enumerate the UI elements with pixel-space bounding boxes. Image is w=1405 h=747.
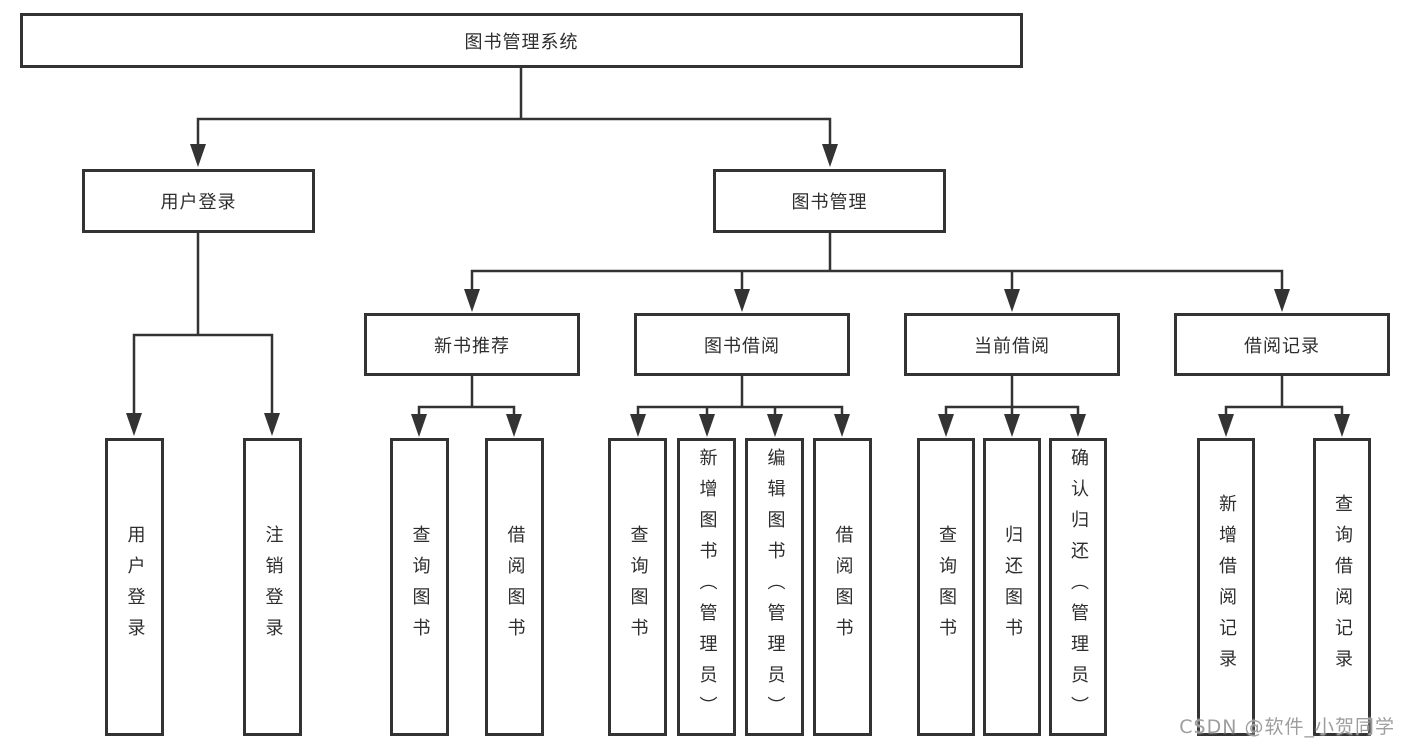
- node-borrowing-records-label: 借阅记录: [1244, 335, 1320, 357]
- leaf-bb-borrow-books: 借阅图书: [813, 438, 872, 736]
- node-book-management-label: 图书管理: [791, 192, 868, 213]
- node-user-login-label: 用户登录: [160, 192, 237, 213]
- leaf-user-login-label: 用户登录: [124, 525, 146, 649]
- node-borrowing-records: 借阅记录: [1174, 313, 1390, 376]
- connector-current-borrowing: [944, 376, 1080, 414]
- leaf-cb-query-books: 查询图书: [917, 438, 975, 736]
- leaf-cb-confirm-return: 确认归还（管理员）: [1049, 438, 1107, 736]
- node-book-management: 图书管理: [713, 169, 946, 233]
- leaf-br-add-record: 新增借阅记录: [1197, 438, 1255, 736]
- leaf-logout-label: 注销登录: [262, 525, 284, 649]
- connector-root: [196, 68, 832, 146]
- leaf-br-add-record-label: 新增借阅记录: [1216, 494, 1237, 680]
- node-book-borrowing: 图书借阅: [634, 313, 850, 376]
- leaf-nbr-query-books-label: 查询图书: [409, 525, 431, 649]
- leaf-bb-borrow-books-label: 借阅图书: [832, 525, 854, 649]
- connector-new-book-recommend: [417, 376, 516, 414]
- leaf-br-query-record: 查询借阅记录: [1313, 438, 1371, 736]
- leaf-bb-edit-books-label: 编辑图书（管理员）: [764, 447, 786, 727]
- connector-book-management: [470, 233, 1284, 290]
- leaf-nbr-query-books: 查询图书: [390, 438, 449, 736]
- leaf-cb-confirm-return-label: 确认归还（管理员）: [1068, 447, 1089, 727]
- node-current-borrowing: 当前借阅: [904, 313, 1120, 376]
- leaf-bb-add-books-label: 新增图书（管理员）: [696, 447, 718, 727]
- leaf-cb-return-books-label: 归还图书: [1002, 525, 1023, 649]
- node-new-book-recommend-label: 新书推荐: [434, 335, 510, 357]
- leaf-cb-return-books: 归还图书: [983, 438, 1041, 736]
- connector-user-login: [132, 233, 274, 413]
- leaf-br-query-record-label: 查询借阅记录: [1332, 494, 1353, 680]
- node-current-borrowing-label: 当前借阅: [974, 335, 1050, 357]
- leaf-logout: 注销登录: [243, 438, 302, 736]
- leaf-bb-query-books: 查询图书: [608, 438, 667, 736]
- leaf-bb-query-books-label: 查询图书: [627, 525, 649, 649]
- connector-book-borrowing: [636, 376, 844, 414]
- connector-borrowing-records: [1224, 376, 1344, 414]
- node-user-login: 用户登录: [82, 169, 315, 233]
- leaf-user-login: 用户登录: [105, 438, 164, 736]
- leaf-nbr-borrow-books-label: 借阅图书: [504, 525, 526, 649]
- node-new-book-recommend: 新书推荐: [364, 313, 580, 376]
- leaf-cb-query-books-label: 查询图书: [936, 525, 957, 649]
- node-book-borrowing-label: 图书借阅: [704, 335, 780, 357]
- node-root: 图书管理系统: [20, 13, 1023, 68]
- leaf-bb-add-books: 新增图书（管理员）: [677, 438, 736, 736]
- csdn-watermark: CSDN @软件_小贺同学: [1179, 716, 1395, 738]
- leaf-nbr-borrow-books: 借阅图书: [485, 438, 544, 736]
- leaf-bb-edit-books: 编辑图书（管理员）: [745, 438, 804, 736]
- node-root-label: 图书管理系统: [464, 31, 579, 53]
